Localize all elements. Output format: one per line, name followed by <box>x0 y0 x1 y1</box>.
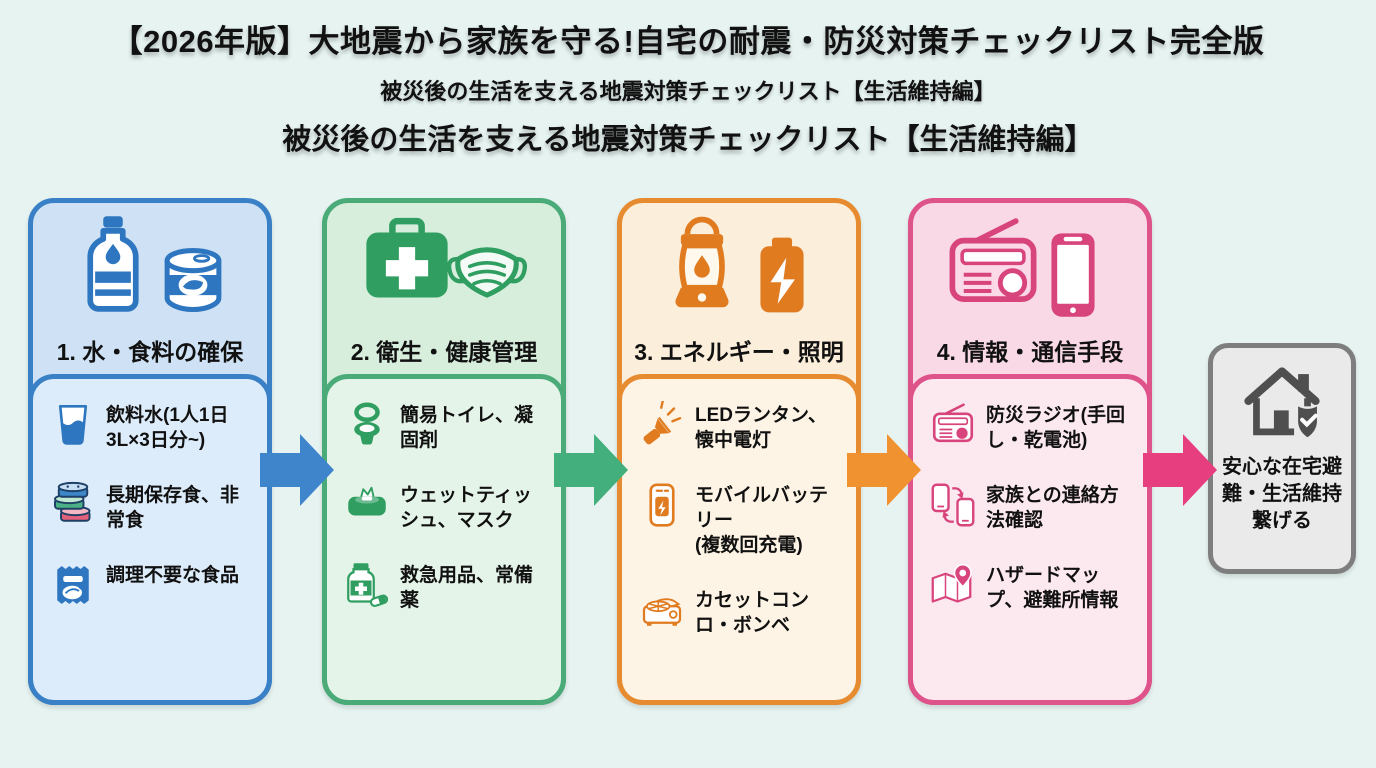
wet-wipes-icon <box>343 481 391 529</box>
step-header-icons <box>941 213 1119 331</box>
step-card-header: 3. エネルギー・照明 <box>622 203 856 370</box>
checklist-item-text: カセットコンロ・ボンベ <box>695 590 810 637</box>
checklist-item: 調理不要な食品 <box>49 561 255 609</box>
first-aid-kit-icon <box>355 213 459 317</box>
step-card-header: 4. 情報・通信手段 <box>913 203 1147 370</box>
step-checklist: 簡易トイレ、凝固剤ウェットティッシュ、マスク救急用品、常備薬 <box>322 374 566 705</box>
checklist-item: 家族との連絡方法確認 <box>929 481 1135 533</box>
flow-arrow-tail <box>260 453 300 487</box>
phones-sync-icon <box>929 481 977 529</box>
checklist-item: ウェットティッシュ、マスク <box>343 481 549 533</box>
goal-card: 安心な在宅避難・生活維持繋げる <box>1208 343 1356 574</box>
checklist-item: 飲料水(1人1日3L×3日分~) <box>49 401 255 453</box>
checklist-item-text: ウェットティッシュ、マスク <box>400 485 532 532</box>
step-header-icons <box>355 213 533 331</box>
checklist-item-text: モバイルバッテリー (複数回充電) <box>695 485 829 557</box>
step-card-header: 1. 水・食料の確保 <box>33 203 267 370</box>
step-header-icons <box>61 213 239 331</box>
flow-arrow <box>1143 434 1217 506</box>
checklist-item: 防災ラジオ(手回し・乾電池) <box>929 401 1135 453</box>
step-card-4: 4. 情報・通信手段防災ラジオ(手回し・乾電池) 家族との連絡方法確認ハザードマッ… <box>908 198 1152 705</box>
map-pin-icon <box>929 561 977 609</box>
step-title: 2. 衛生・健康管理 <box>350 339 538 365</box>
step-title: 3. エネルギー・照明 <box>634 339 844 365</box>
checklist-item: LEDランタン、懐中電灯 <box>638 401 844 453</box>
checklist-item-text: 長期保存食、非常食 <box>106 485 240 532</box>
medicine-bottle-icon <box>343 561 391 609</box>
food-pouch-icon <box>49 561 97 609</box>
step-card-1: 1. 水・食料の確保飲料水(1人1日3L×3日分~) 長期保存食、非常食調理不要な… <box>28 198 272 705</box>
flow-arrow-tail <box>847 453 887 487</box>
step-title: 4. 情報・通信手段 <box>936 339 1124 365</box>
step-card-header: 2. 衛生・健康管理 <box>327 203 561 370</box>
step-card-2: 2. 衛生・健康管理簡易トイレ、凝固剤ウェットティッシュ、マスク救急用品、常備薬 <box>322 198 566 705</box>
emergency-radio-icon <box>929 401 977 449</box>
step-checklist: 防災ラジオ(手回し・乾電池) 家族との連絡方法確認ハザードマップ、避難所情報 <box>908 374 1152 705</box>
checklist-item: 長期保存食、非常食 <box>49 481 255 533</box>
checklist-item: 簡易トイレ、凝固剤 <box>343 401 549 453</box>
water-bottle-icon <box>61 213 165 317</box>
camp-stove-icon <box>638 586 686 634</box>
flow-arrow <box>260 434 334 506</box>
flow-arrow-tail <box>554 453 594 487</box>
step-title: 1. 水・食料の確保 <box>56 339 244 365</box>
page-subtitle-small: 被災後の生活を支える地震対策チェックリスト【生活維持編】 <box>380 79 996 104</box>
checklist-item-text: 救急用品、常備薬 <box>400 565 534 612</box>
checklist-item-text: LEDランタン、懐中電灯 <box>695 405 827 452</box>
checklist-item-text: 防災ラジオ(手回し・乾電池) <box>986 405 1125 452</box>
toilet-icon <box>343 401 391 449</box>
radio-icon <box>941 213 1045 317</box>
flow-arrow-head <box>887 434 921 506</box>
flow-arrow-head <box>1183 434 1217 506</box>
smartphone-icon <box>1027 229 1119 321</box>
checklist-item-text: 調理不要な食品 <box>106 565 240 587</box>
canned-food-icon <box>147 229 239 321</box>
powerbank-icon <box>638 481 686 529</box>
checklist-item: ハザードマップ、避難所情報 <box>929 561 1135 613</box>
checklist-item-text: 簡易トイレ、凝固剤 <box>400 405 534 452</box>
step-header-icons <box>650 213 828 331</box>
step-checklist: 飲料水(1人1日3L×3日分~) 長期保存食、非常食調理不要な食品 <box>28 374 272 705</box>
step-checklist: LEDランタン、懐中電灯モバイルバッテリー (複数回充電) カセットコンロ・ボンベ <box>617 374 861 705</box>
flashlight-icon <box>638 401 686 449</box>
checklist-item: モバイルバッテリー (複数回充電) <box>638 481 844 558</box>
water-glass-icon <box>49 401 97 449</box>
checklist-item-text: 家族との連絡方法確認 <box>986 485 1119 532</box>
flow-arrow-tail <box>1143 453 1183 487</box>
goal-text: 安心な在宅避難・生活維持繋げる <box>1222 456 1342 532</box>
flow-arrow <box>847 434 921 506</box>
step-card-3: 3. エネルギー・照明 LEDランタン、懐中電灯モバイルバッテリー (複数回充電)… <box>617 198 861 705</box>
checklist-item-text: 飲料水(1人1日3L×3日分~) <box>106 405 229 452</box>
battery-icon <box>736 229 828 321</box>
flow-arrow-head <box>300 434 334 506</box>
checklist-item: カセットコンロ・ボンベ <box>638 586 844 638</box>
house-shield-icon <box>1239 362 1325 448</box>
checklist-item: 救急用品、常備薬 <box>343 561 549 613</box>
flow-arrow <box>554 434 628 506</box>
title-block: 【2026年版】大地震から家族を守る!自宅の耐震・防災対策チェックリスト完全版 … <box>0 0 1376 158</box>
checklist-item-text: ハザードマップ、避難所情報 <box>986 565 1119 612</box>
stacked-cans-icon <box>49 481 97 529</box>
page-title: 【2026年版】大地震から家族を守る!自宅の耐震・防災対策チェックリスト完全版 <box>111 24 1265 59</box>
page-subtitle-large: 被災後の生活を支える地震対策チェックリスト【生活維持編】 <box>282 124 1094 156</box>
flow-arrow-head <box>594 434 628 506</box>
face-mask-icon <box>441 229 533 321</box>
lantern-icon <box>650 213 754 317</box>
